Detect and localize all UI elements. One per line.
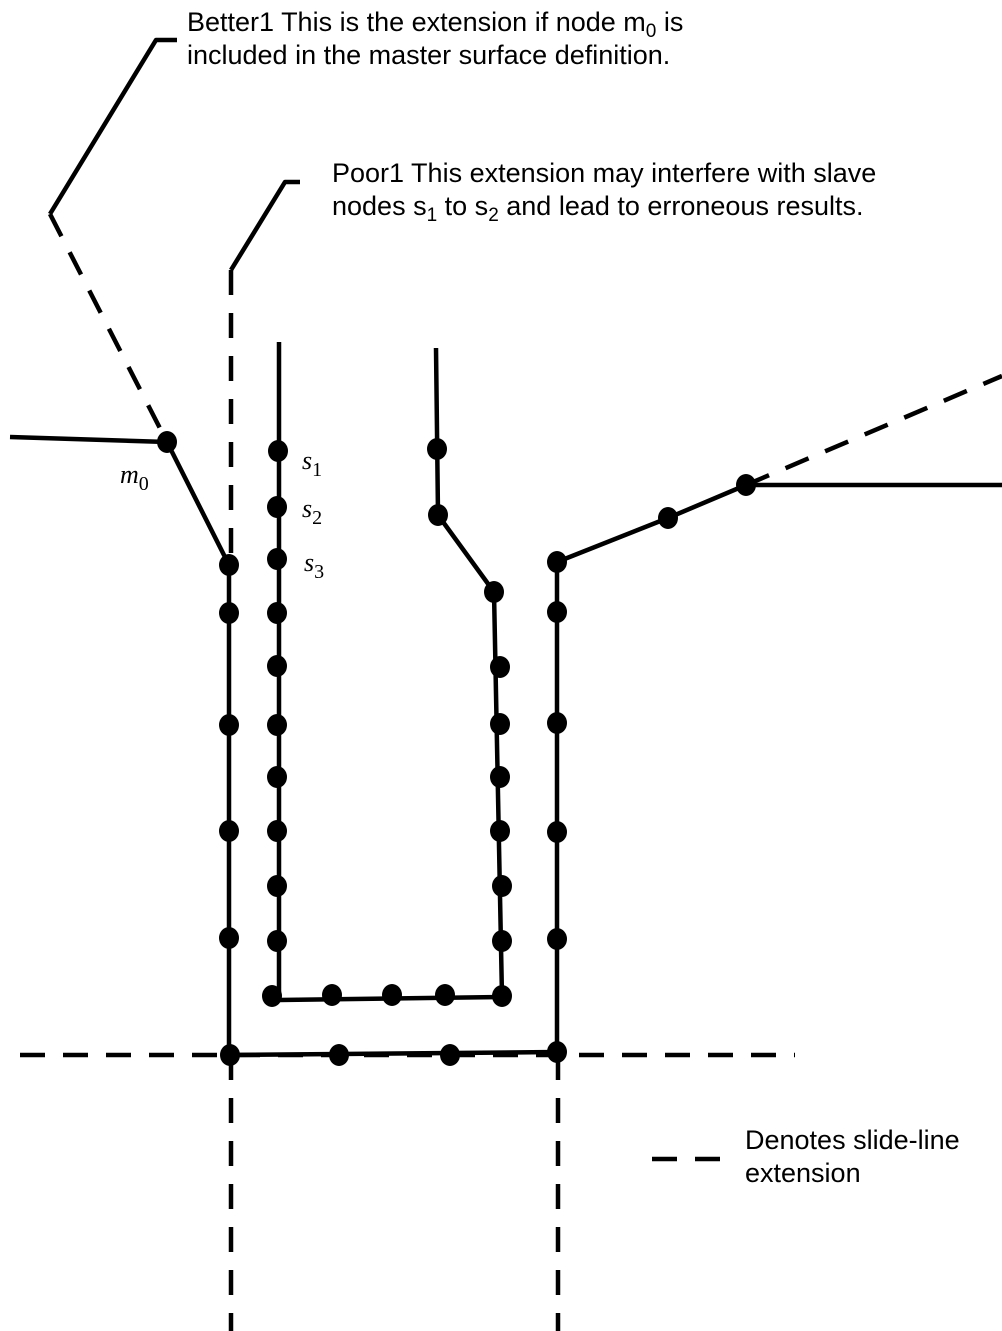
better-leader-line (48, 37, 177, 216)
node-master (547, 712, 567, 734)
node-slave (262, 985, 282, 1007)
poor-line2-c: and lead to erroneous results. (498, 191, 864, 221)
node-slave (492, 875, 512, 897)
node-slave (492, 930, 512, 952)
label-s1: s1 (302, 446, 322, 481)
node-master (547, 821, 567, 843)
node-m0 (157, 431, 177, 453)
better-annotation-line2: included in the master surface definitio… (187, 40, 671, 70)
legend-text: Denotes slide-line extension (745, 1124, 960, 1190)
node-slave (267, 766, 287, 788)
node-slave (267, 930, 287, 952)
node-master (547, 1041, 567, 1063)
node-s2 (267, 496, 287, 518)
better-line1-rest: is (656, 7, 684, 37)
node-master (220, 1044, 240, 1066)
label-s2-sub: 2 (312, 507, 323, 529)
node-slave (490, 820, 510, 842)
better-annotation: Better1 This is the extension if node m0… (187, 6, 683, 72)
node-slave (428, 504, 448, 526)
node-slave (490, 656, 510, 678)
node-master (219, 602, 239, 624)
node-slave (267, 875, 287, 897)
node-master (547, 928, 567, 950)
label-s1-sub: 1 (312, 459, 323, 481)
poor-leader-line (229, 179, 300, 272)
poor-annotation-line2: nodes s1 to s2 and lead to erroneous res… (332, 190, 876, 226)
label-m0-sub: 0 (138, 473, 149, 495)
master-surface-line (9, 434, 1002, 1058)
better-annotation-line1: Better1 This is the extension if node m0… (187, 6, 684, 42)
label-s1-base: s (302, 446, 313, 475)
node-s3 (267, 548, 287, 570)
legend-line1: Denotes slide-line (745, 1125, 960, 1155)
node-slave (490, 766, 510, 788)
node-master (219, 927, 239, 949)
node-slave (490, 713, 510, 735)
node-master (219, 820, 239, 842)
node-slave (484, 581, 504, 603)
poor-line2-b: to s (437, 191, 489, 221)
better-line1-text: Better1 This is the extension if node m (187, 7, 646, 37)
better-extension-dashed (47, 212, 170, 444)
poor-line2-sub2: 2 (488, 205, 499, 226)
slave-surface-line-left (276, 342, 505, 1003)
label-s2: s2 (302, 494, 322, 529)
right-upper-extension-dashed (745, 373, 1002, 488)
node-slave (322, 984, 342, 1006)
node-master (440, 1044, 460, 1066)
label-s3: s3 (304, 548, 324, 583)
node-slave (492, 985, 512, 1007)
node-slave (267, 820, 287, 842)
node-slave (267, 655, 287, 677)
node-slave (427, 438, 447, 460)
label-m0-base: m (120, 460, 139, 489)
node-master (547, 551, 567, 573)
node-master (219, 714, 239, 736)
label-s2-base: s (302, 494, 313, 523)
label-s3-sub: 3 (314, 561, 325, 583)
node-master (736, 474, 756, 496)
node-s1 (268, 440, 288, 462)
better-line1-sub: 0 (645, 21, 657, 42)
node-slave (267, 714, 287, 736)
node-master (329, 1044, 349, 1066)
label-m0: m0 (120, 460, 149, 495)
node-markers (157, 431, 756, 1066)
legend-line2: extension (745, 1158, 861, 1188)
poor-annotation: Poor1 This extension may interfere with … (332, 157, 877, 226)
node-master (658, 507, 678, 529)
node-master (219, 554, 239, 576)
node-slave (435, 984, 455, 1006)
poor-annotation-line1: Poor1 This extension may interfere with … (332, 158, 877, 188)
node-slave (267, 602, 287, 624)
label-s3-base: s (304, 548, 315, 577)
poor-line2-a: nodes s (332, 191, 427, 221)
node-master (547, 601, 567, 623)
poor-line2-sub1: 1 (426, 205, 438, 226)
node-slave (382, 984, 402, 1006)
